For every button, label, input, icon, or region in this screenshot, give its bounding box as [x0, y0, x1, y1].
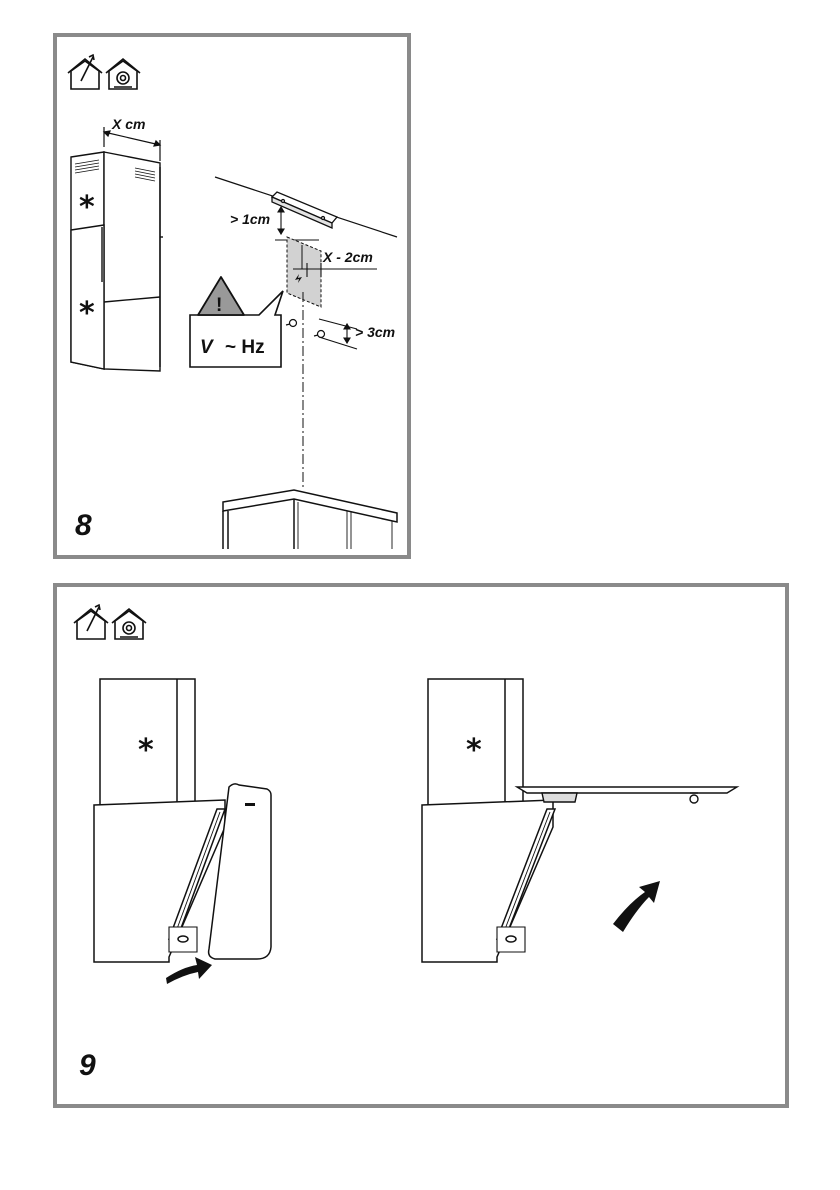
hood-right — [422, 679, 555, 962]
dim-3cm-label: > 3cm — [355, 324, 395, 340]
glass-panel-right-raised — [517, 787, 737, 803]
warning-exclaim: ! — [216, 295, 222, 316]
chimney — [71, 152, 163, 371]
dim-1cm-label: > 1cm — [230, 211, 270, 227]
warning-frequency-label: ~ Hz — [225, 337, 265, 358]
chimney-marker-upper: * — [79, 190, 95, 225]
chimney-marker-left: * — [138, 733, 154, 768]
dim-x-cm-label: X cm — [111, 116, 145, 132]
house-recirculation-icon — [106, 59, 140, 89]
electrical-socket-zone — [287, 237, 321, 307]
chimney-marker-right: * — [466, 733, 482, 768]
house-extraction-icon — [68, 55, 102, 89]
step-number-9: 9 — [79, 1049, 96, 1083]
step-8-panel: X cm * * — [53, 33, 411, 559]
step-8-diagram: X cm * * — [57, 37, 407, 555]
dim-x-2cm-label: X - 2cm — [322, 249, 373, 265]
chimney-marker-lower: * — [79, 296, 95, 331]
step-9-diagram: * * — [57, 587, 785, 1104]
hood-left — [94, 679, 225, 962]
kitchen-cabinet — [223, 490, 397, 549]
step-9-panel: * * 9 — [53, 583, 789, 1108]
wall-screws — [286, 320, 325, 338]
step-number-8: 8 — [75, 509, 92, 543]
house-recirculation-icon — [112, 609, 146, 639]
warning-voltage-label: V — [200, 337, 214, 358]
swing-arrow-left — [166, 957, 212, 984]
lift-arrow-right — [613, 881, 660, 932]
house-extraction-icon — [74, 605, 108, 639]
